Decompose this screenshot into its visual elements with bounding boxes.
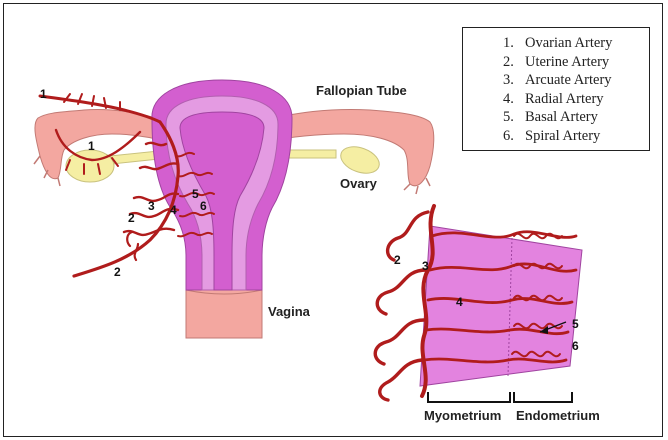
legend: 1.Ovarian Artery 2.Uterine Artery 3.Arcu…	[462, 27, 650, 151]
legend-item: 6.Spiral Artery	[503, 127, 649, 146]
legend-number: 1.	[503, 34, 525, 53]
marker-inset: 6	[572, 339, 579, 353]
marker-inset: 5	[572, 317, 579, 331]
label-myometrium: Myometrium	[424, 408, 501, 423]
endometrium-bracket	[514, 392, 572, 402]
legend-number: 2.	[503, 53, 525, 72]
legend-item: 1.Ovarian Artery	[503, 34, 649, 53]
legend-label: Spiral Artery	[525, 128, 600, 144]
legend-label: Ovarian Artery	[525, 35, 612, 51]
marker-uterus: 4	[170, 203, 177, 217]
marker-uterus: 2	[128, 211, 135, 225]
label-endometrium: Endometrium	[516, 408, 600, 423]
label-fallopian-tube: Fallopian Tube	[316, 83, 407, 98]
legend-item: 5.Basal Artery	[503, 108, 649, 127]
legend-number: 3.	[503, 71, 525, 90]
label-ovary: Ovary	[340, 176, 378, 191]
legend-number: 4.	[503, 90, 525, 109]
legend-label: Basal Artery	[525, 109, 598, 125]
label-vagina: Vagina	[268, 304, 311, 319]
left-ovary	[66, 150, 114, 182]
legend-label: Uterine Artery	[525, 54, 609, 70]
marker-uterus: 5	[192, 187, 199, 201]
legend-item: 2.Uterine Artery	[503, 53, 649, 72]
marker-inset: 2	[394, 253, 401, 267]
right-ovary	[337, 142, 383, 178]
legend-item: 4.Radial Artery	[503, 90, 649, 109]
marker-uterus: 1	[40, 87, 47, 101]
legend-item: 3.Arcuate Artery	[503, 71, 649, 90]
marker-uterus: 3	[148, 199, 155, 213]
legend-label: Radial Artery	[525, 91, 604, 107]
legend-number: 5.	[503, 108, 525, 127]
marker-uterus: 6	[200, 199, 207, 213]
legend-number: 6.	[503, 127, 525, 146]
marker-uterus: 2	[114, 265, 121, 279]
legend-label: Arcuate Artery	[525, 72, 612, 88]
marker-inset: 3	[422, 259, 429, 273]
marker-uterus: 1	[88, 139, 95, 153]
legend-list: 1.Ovarian Artery 2.Uterine Artery 3.Arcu…	[463, 34, 649, 146]
myometrium-bracket	[428, 392, 510, 402]
marker-inset: 4	[456, 295, 463, 309]
